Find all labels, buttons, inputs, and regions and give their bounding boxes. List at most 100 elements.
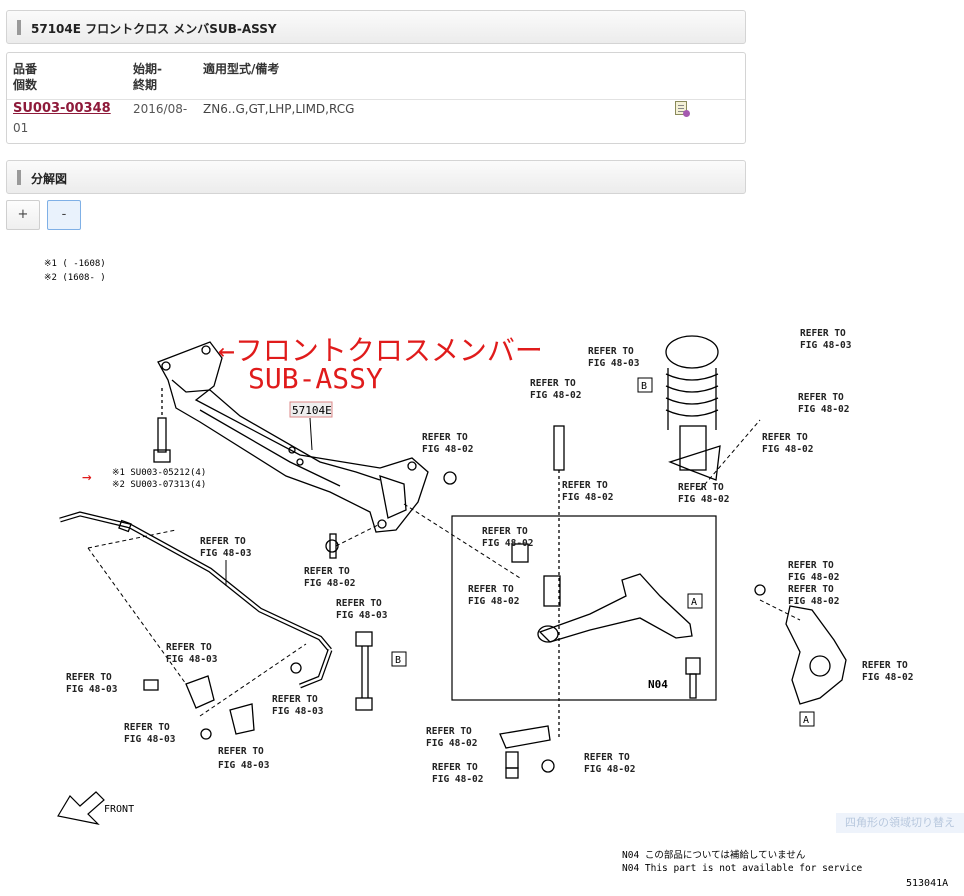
col-part-header: 品番 <box>13 62 38 76</box>
document-icon[interactable] <box>675 101 690 117</box>
callout-a-knuckle: A <box>803 715 809 726</box>
refer-label: REFER TO <box>432 762 478 773</box>
col-end-header: 終期 <box>133 78 158 92</box>
period-cell: 2016/08- <box>133 102 188 116</box>
fig-label[interactable]: FIG 48-02 <box>562 492 613 503</box>
refer-label: REFER TO <box>200 536 246 547</box>
qty-cell: 01 <box>13 121 29 135</box>
callout-b-strut: B <box>641 381 647 392</box>
refer-label: REFER TO <box>218 746 264 757</box>
exploded-diagram[interactable]: ※1 ( -1608) ※2 (1608- ) ←フロントクロスメンバー SUB… <box>0 240 964 893</box>
fig-label[interactable]: FIG 48-02 <box>422 444 473 455</box>
refer-label: REFER TO <box>426 726 472 737</box>
refer-label: REFER TO <box>422 432 468 443</box>
lower-arm-box <box>451 515 717 701</box>
annotation-jp: ←フロントクロスメンバー <box>218 334 543 367</box>
zoom-in-button[interactable]: + <box>6 200 40 230</box>
link-rod-drawing <box>355 631 373 711</box>
note-1: ※1 ( -1608) <box>44 259 106 269</box>
header-accent-bar <box>17 170 21 185</box>
drawing-number: 513041A <box>906 878 948 889</box>
callout-b-link: B <box>395 655 401 666</box>
fig-label[interactable]: FIG 48-02 <box>862 672 913 683</box>
fig-label[interactable]: FIG 48-02 <box>762 444 813 455</box>
fig-label[interactable]: FIG 48-02 <box>584 764 635 775</box>
diagram-title: 分解図 <box>31 172 68 186</box>
fig-label[interactable]: FIG 48-02 <box>788 572 839 583</box>
diagram-header: 分解図 <box>6 160 746 194</box>
parts-table: 品番 個数 始期- 終期 適用型式/備考 SU003-00348 01 2016… <box>6 52 746 144</box>
fig-label[interactable]: FIG 48-02 <box>530 390 581 401</box>
bushing-drawing <box>143 471 457 740</box>
refer-label: REFER TO <box>862 660 908 671</box>
fig-label[interactable]: FIG 48-03 <box>272 706 324 717</box>
fig-label[interactable]: FIG 48-02 <box>304 578 355 589</box>
fig-label[interactable]: FIG 48-02 <box>482 538 533 549</box>
zoom-out-button[interactable]: - <box>47 200 81 230</box>
front-arrow-icon <box>57 791 105 825</box>
annotation-en: SUB-ASSY <box>248 362 383 395</box>
front-label: FRONT <box>104 804 134 815</box>
col-start-header: 始期- <box>133 62 162 76</box>
knuckle-drawing <box>754 584 847 705</box>
strut-drawing <box>665 335 721 481</box>
refer-label: REFER TO <box>482 526 528 537</box>
refer-label: REFER TO <box>798 392 844 403</box>
fig-label[interactable]: FIG 48-03 <box>166 654 218 665</box>
refer-label: REFER TO <box>788 584 834 595</box>
refer-label: REFER TO <box>678 482 724 493</box>
fig-label[interactable]: FIG 48-03 <box>124 734 176 745</box>
refer-label: REFER TO <box>762 432 808 443</box>
col-qty-header: 個数 <box>13 78 38 92</box>
note-2: ※2 (1608- ) <box>44 273 106 283</box>
part-label-57104e: 57104E <box>292 404 332 417</box>
stabilizer-bar-drawing <box>59 511 333 689</box>
red-arrow: → <box>82 467 92 486</box>
bolt-drawing <box>153 388 171 463</box>
fig-label[interactable]: FIG 48-03 <box>336 610 388 621</box>
cross-member-drawing <box>157 341 429 533</box>
refer-label: REFER TO <box>468 584 514 595</box>
bracket-drawing <box>499 725 555 779</box>
stud-drawing <box>553 425 565 740</box>
refer-label: REFER TO <box>800 328 846 339</box>
fig-label[interactable]: FIG 48-02 <box>426 738 477 749</box>
refer-label: REFER TO <box>788 560 834 571</box>
refer-label: REFER TO <box>124 722 170 733</box>
part-title-header: 57104E フロントクロス メンバSUB-ASSY <box>6 10 746 44</box>
footnote-jp: N04 この部品については補給していません <box>622 849 805 861</box>
refer-label: REFER TO <box>66 672 112 683</box>
part-number-link[interactable]: SU003-00348 <box>13 101 111 116</box>
bolt-callout-1: ※1 SU003-05212(4) <box>112 468 206 478</box>
lower-arm-drawing <box>511 543 701 699</box>
col-model-header: 適用型式/備考 <box>203 62 280 76</box>
fig-label[interactable]: FIG 48-02 <box>468 596 519 607</box>
refer-label: REFER TO <box>272 694 318 705</box>
footnote-en: N04 This part is not available for servi… <box>622 863 862 874</box>
fig-label[interactable]: FIG 48-02 <box>678 494 729 505</box>
region-toggle-button[interactable]: 四角形の領域切り替え <box>836 813 964 833</box>
callout-a-arm: A <box>691 597 697 608</box>
refer-label: REFER TO <box>584 752 630 763</box>
fig-label[interactable]: FIG 48-02 <box>432 774 483 785</box>
header-accent-bar <box>17 20 21 35</box>
fig-label[interactable]: FIG 48-02 <box>788 596 839 607</box>
fig-label[interactable]: FIG 48-03 <box>800 340 852 351</box>
fig-label[interactable]: FIG 48-02 <box>798 404 849 415</box>
fig-label[interactable]: FIG 48-03 <box>66 684 118 695</box>
refer-label: REFER TO <box>336 598 382 609</box>
fig-label[interactable]: FIG 48-03 <box>588 358 640 369</box>
table-divider <box>7 99 745 100</box>
fig-label[interactable]: FIG 48-03 <box>200 548 252 559</box>
fig-label[interactable]: FIG 48-03 <box>218 760 270 771</box>
refer-label: REFER TO <box>166 642 212 653</box>
leader-lines <box>87 419 801 717</box>
refer-label: REFER TO <box>530 378 576 389</box>
bolt-callout-2: ※2 SU003-07313(4) <box>112 480 206 490</box>
n04-label: N04 <box>648 678 668 691</box>
models-cell: ZN6..G,GT,LHP,LIMD,RCG <box>203 102 355 116</box>
refer-label: REFER TO <box>588 346 634 357</box>
refer-label: REFER TO <box>562 480 608 491</box>
page-title: 57104E フロントクロス メンバSUB-ASSY <box>31 22 277 36</box>
refer-label: REFER TO <box>304 566 350 577</box>
